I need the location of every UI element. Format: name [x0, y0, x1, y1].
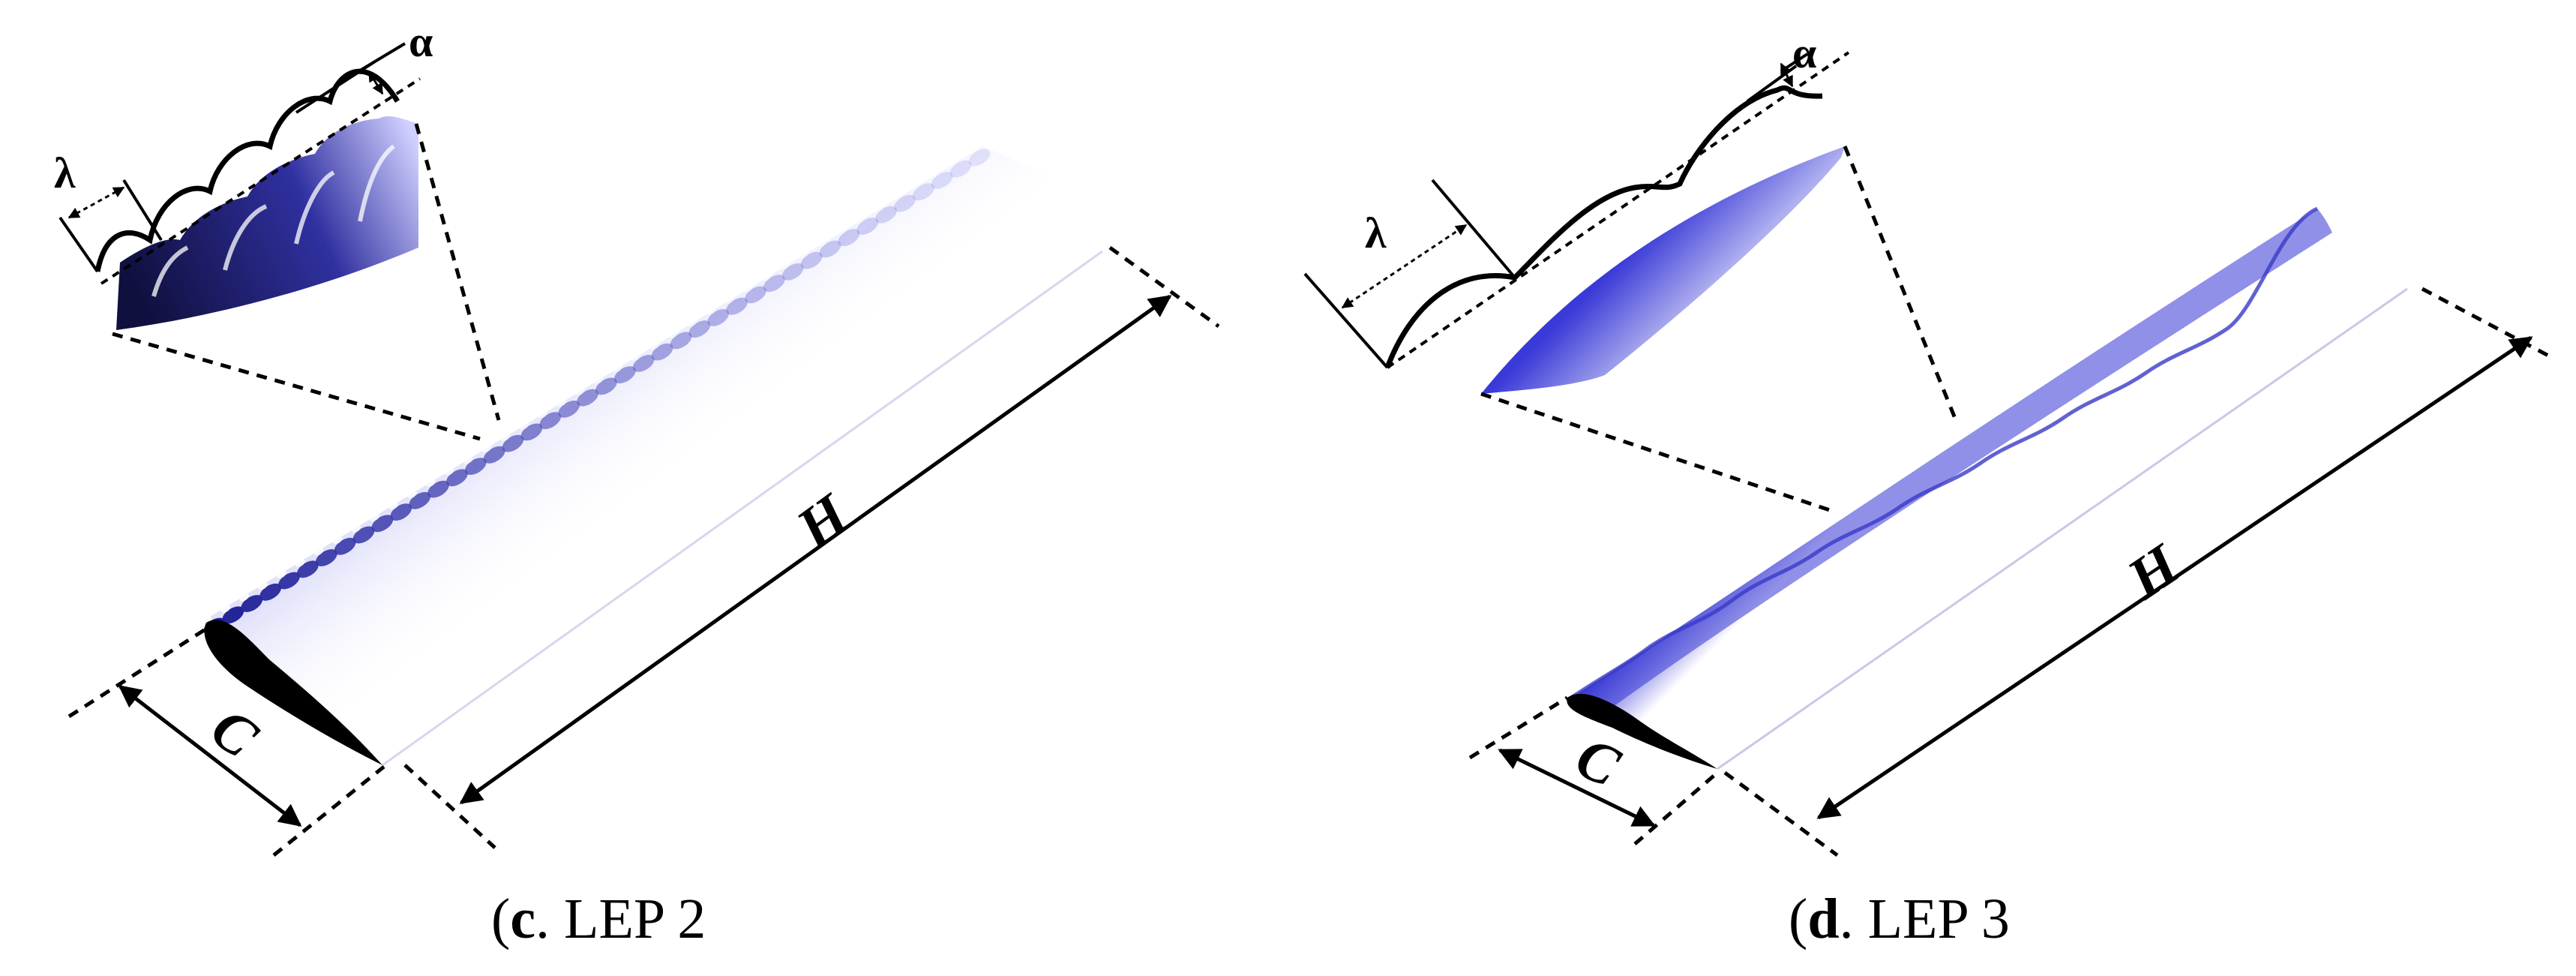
tubercle	[968, 149, 991, 167]
tubercle	[894, 194, 916, 212]
span-dimension-d	[1816, 335, 2533, 820]
lambda-dimension-c	[67, 186, 125, 219]
tubercle-highlight	[220, 605, 231, 613]
wave-crest-line-d	[1746, 65, 1798, 103]
inset-connector-d-1	[1843, 146, 1960, 425]
lambda-label-d: λ	[1365, 209, 1387, 257]
inset-magnified-d	[1481, 146, 1845, 394]
inset-magnified-c	[116, 116, 418, 330]
tubercle-highlight	[295, 559, 305, 567]
tubercle-highlight	[332, 536, 343, 545]
caption-letter-c: c	[510, 887, 535, 950]
airfoil-section-d	[1567, 693, 1717, 769]
tubercle-highlight	[967, 147, 977, 156]
caption-c: (c. LEP 2	[491, 887, 706, 950]
chord-ext-d-1	[1468, 695, 1569, 760]
tubercle-highlight	[948, 159, 958, 167]
tubercle-highlight	[817, 239, 828, 248]
caption-text-d: . LEP 3	[1840, 887, 2010, 950]
inset-connector-c-2	[112, 332, 481, 441]
tubercle-highlight	[313, 548, 324, 556]
span-ext-c-2	[1108, 245, 1220, 329]
panel-lep2: λ α C H (c. LEP 2	[54, 17, 1220, 950]
chord-ext-c-2	[272, 765, 385, 857]
tubercle-highlight	[855, 216, 865, 224]
tubercle	[800, 251, 823, 269]
alpha-dimension-c	[367, 70, 384, 95]
chord-dimension-c	[118, 685, 302, 827]
tubercle-highlight	[258, 582, 268, 590]
tubercle-highlight	[892, 193, 902, 202]
inset-connector-d-2	[1480, 392, 1831, 512]
tubercle-highlight	[351, 524, 361, 533]
tubercle	[763, 275, 785, 293]
chord-ext-c-1	[67, 624, 211, 719]
tubercle-highlight	[407, 491, 418, 499]
chord-ext-d-2	[1633, 771, 1719, 845]
tubercle-highlight	[780, 262, 790, 270]
tubercle-highlight	[388, 502, 399, 510]
tubercle	[913, 183, 934, 201]
lambda-label-c: λ	[54, 149, 76, 197]
wave-baseline-c	[100, 77, 421, 285]
inset-connector-c-1	[414, 123, 501, 421]
alpha-label-c: α	[409, 17, 433, 66]
lambda-ext-d-1	[1303, 272, 1389, 369]
tubercle	[781, 263, 804, 281]
tubercle-highlight	[929, 170, 940, 179]
chord-dimension-d	[1498, 748, 1656, 827]
caption-d: (d. LEP 3	[1789, 887, 2010, 950]
span-ext-d-2	[2421, 287, 2551, 359]
tubercle-highlight	[799, 251, 809, 259]
tubercle-highlight	[239, 593, 250, 602]
tubercle	[838, 229, 860, 247]
lambda-ext-c-2	[122, 179, 163, 242]
tubercle-highlight	[874, 205, 883, 213]
chord-label-c: C	[199, 695, 271, 770]
lambda-ext-c-1	[58, 216, 99, 273]
wave-baseline-d	[1386, 51, 1850, 369]
lambda-dimension-d	[1341, 224, 1468, 309]
alpha-ext-c	[351, 42, 406, 77]
panel-lep3: λ α C H (d. LEP 3	[1303, 29, 2551, 950]
span-label-c: H	[784, 480, 862, 561]
span-label-d: H	[2115, 530, 2191, 611]
alpha-label-d: α	[1792, 29, 1816, 77]
inset-ridges-c	[151, 144, 395, 297]
alpha-dimension-d	[1780, 62, 1794, 88]
caption-text-c: . LEP 2	[535, 887, 706, 950]
tubercle	[875, 206, 897, 224]
tubercle	[819, 240, 841, 258]
lambda-ext-d-2	[1431, 179, 1516, 279]
trailing-edge-line-d	[1717, 287, 2408, 770]
tubercle	[931, 172, 953, 189]
span-ext-d-1	[1723, 770, 1839, 857]
tubercle-highlight	[836, 227, 847, 236]
tubercle	[856, 218, 879, 235]
tubercle-highlight	[761, 273, 772, 281]
tubercle-highlight	[445, 467, 454, 476]
tubercle-highlight	[911, 182, 921, 190]
caption-letter-d: d	[1807, 887, 1839, 950]
tubercle-highlight	[743, 284, 753, 293]
tubercle-highlight	[277, 570, 286, 579]
tubercle	[949, 160, 972, 178]
span-ext-c-1	[403, 764, 496, 849]
tubercle-highlight	[426, 479, 436, 488]
tubercle-highlight	[370, 513, 380, 521]
span-dimension-c	[459, 294, 1172, 805]
